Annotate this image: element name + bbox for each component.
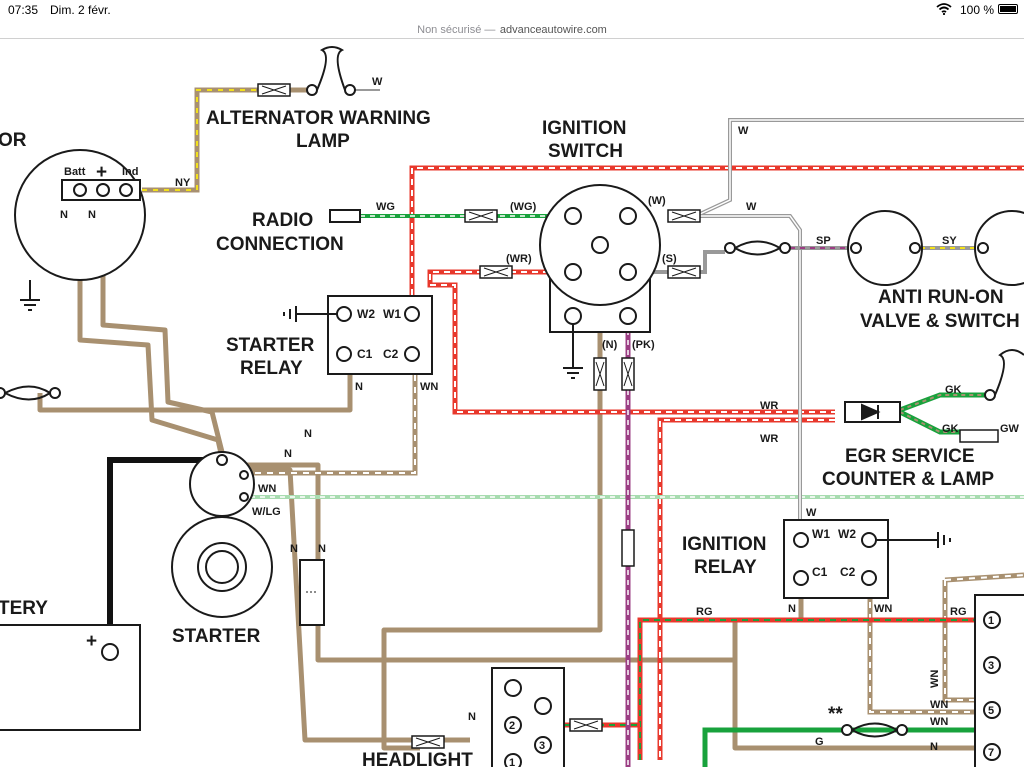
address-bar[interactable]: Non sécurisé — advanceautowire.com [0,20,1024,38]
wire-label: N [88,209,96,221]
pin-label: 5 [988,705,994,717]
starter-label: STARTER [172,626,261,647]
anti-run-on-valve [847,210,1024,286]
starter-relay-label-2: RELAY [240,358,303,379]
wire-label: (W) [648,195,666,207]
wire-label: WN [874,603,892,615]
terminal-label: C2 [383,347,399,361]
egr-service-counter [844,349,1024,423]
wire-label: GW [1000,423,1020,435]
url-domain[interactable]: advanceautowire.com [499,24,607,36]
anti-run-on-label: ANTI RUN-ON [878,287,1004,308]
security-label: Non sécurisé — [417,24,496,36]
pin-label: 7 [988,747,994,759]
wire-label: W [738,125,749,137]
alternator-warning-lamp-label: ALTERNATOR WARNING [206,108,431,129]
alt-batt-label: Batt [64,166,86,178]
ignition-relay-label-2: RELAY [694,557,757,578]
egr-label: EGR SERVICE [845,446,975,467]
wire-label: WN [930,699,948,711]
wire-label: N [290,543,298,555]
starter-motor [171,451,273,618]
wire-label: N [304,428,312,440]
wire-label: N [284,448,292,460]
alternator [14,149,146,311]
alt-plus-label: + [96,162,107,183]
starter-relay [283,295,433,375]
toolbar-divider [0,38,1024,39]
wire-label: SY [942,235,957,247]
wire-label: NY [175,177,191,189]
terminal-label: C2 [840,565,856,579]
wire-label: (N) [602,339,618,351]
wire-label: WN [929,670,941,688]
pin-label: 3 [988,660,994,672]
wire-label: WN [258,483,276,495]
wire-label: N [930,741,938,753]
terminal-label: W2 [357,307,375,321]
terminal-label: W2 [838,527,856,541]
wire-label: WN [930,716,948,728]
terminal-label: C1 [812,565,828,579]
wire-label: W [372,76,383,88]
double-star: ** [828,704,843,725]
battery-plus: + [86,631,97,652]
terminal-label: W1 [383,307,401,321]
status-bar: 07:35 Dim. 2 févr. 100 % [0,0,1024,20]
egr-label-2: COUNTER & LAMP [822,469,994,490]
pin-label: 2 [509,720,515,732]
terminal-label: W1 [812,527,830,541]
alternator-warning-lamp-label-2: LAMP [296,131,350,152]
anti-run-on-label-2: VALVE & SWITCH [860,311,1020,332]
right-connector [974,594,1024,767]
wire-label: W [806,507,817,519]
alt-ind-label: Ind [122,166,139,178]
wire-label: N [318,543,326,555]
wifi-icon [936,3,952,15]
wire-label: WN [420,381,438,393]
alternator-label: OR [0,130,27,151]
radio-connection-label: RADIO [252,210,313,231]
pin-label: 1 [988,615,994,627]
wire-label: GK [942,423,959,435]
pin-label: 1 [509,757,515,767]
wire-label: WR [760,433,778,445]
wire-label: (PK) [632,339,655,351]
ignition-switch-label-2: SWITCH [548,141,623,162]
battery [0,624,141,731]
wire-label: WG [376,201,395,213]
wire-label: W [746,201,757,213]
wire-label: N [788,603,796,615]
terminal-label: C1 [357,347,373,361]
wire-label: (WG) [510,201,537,213]
date: Dim. 2 févr. [50,3,111,17]
wire-label: (S) [662,253,677,265]
wire-label: SP [816,235,831,247]
ignition-switch-label: IGNITION [542,118,626,139]
ignition-relay-label: IGNITION [682,534,766,555]
clock: 07:35 [8,3,39,17]
headlight-connector [491,667,565,767]
wire-label: N [468,711,476,723]
wire-label: WR [760,400,778,412]
pin-label: 3 [539,740,545,752]
wire-label: W/LG [252,506,281,518]
wire-label: (WR) [506,253,532,265]
battery-percentage: 100 % [959,3,994,17]
wire-label: G [815,736,824,748]
ignition-relay [783,519,951,599]
radio-connection-label-2: CONNECTION [216,234,344,255]
ignition-switch [539,184,661,379]
wire-label: N [355,381,363,393]
headlight-label: HEADLIGHT [362,750,473,767]
wire-label: GK [945,384,962,396]
alternator-warning-lamp [257,46,356,97]
wire-label: RG [696,606,713,618]
battery-label: TERY [0,598,48,619]
wiring-diagram: OR Batt + Ind N N NY ALTERNATOR WARNING … [0,46,1024,767]
wire-label: N [60,209,68,221]
battery-icon [998,4,1018,14]
starter-relay-label: STARTER [226,335,315,356]
wire-label: RG [950,606,967,618]
